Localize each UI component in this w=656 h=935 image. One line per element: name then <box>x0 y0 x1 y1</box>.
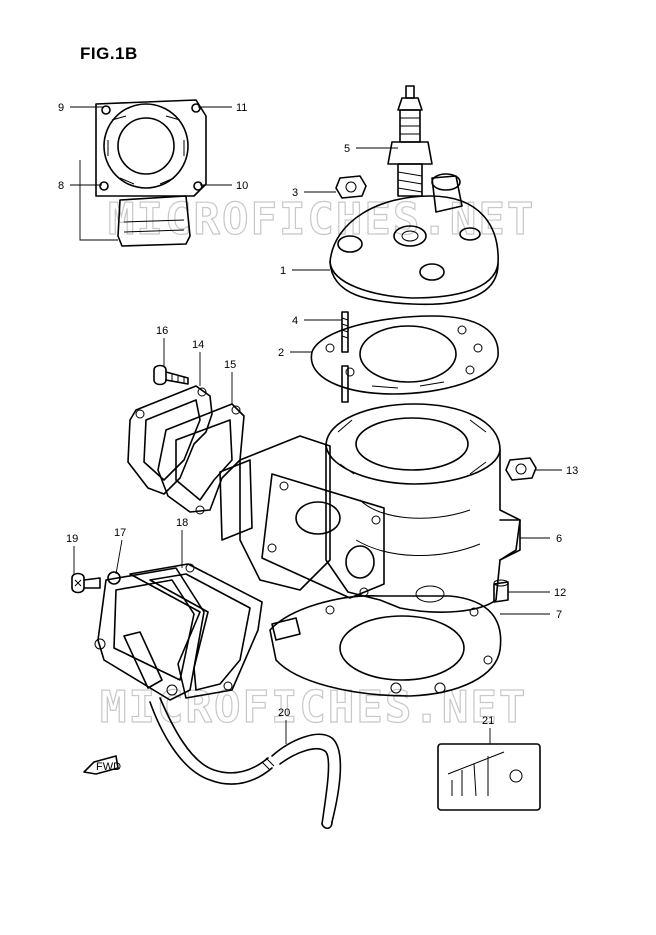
spark-plug <box>387 85 433 197</box>
figure-title: FIG.1B <box>80 44 138 63</box>
callout-8: 8 <box>58 180 64 192</box>
callout-2: 2 <box>278 347 284 359</box>
port-flange <box>219 435 385 599</box>
callout-labels: 9 8 11 10 5 3 1 4 2 6 7 12 13 16 14 15 1… <box>58 102 578 727</box>
watermark-bottom: MICROFICHES.NET <box>100 682 527 733</box>
dowel-pin <box>493 579 509 603</box>
bolt-19 <box>71 572 101 594</box>
cover-gasket <box>129 563 263 699</box>
inset-gasket-detail <box>79 99 207 247</box>
forward-arrow: FWD <box>83 755 121 775</box>
callout-13: 13 <box>566 465 578 477</box>
callout-12: 12 <box>554 587 566 599</box>
callout-21: 21 <box>482 715 494 727</box>
reed-cover <box>94 567 205 701</box>
block-nut <box>505 457 537 481</box>
callout-19: 19 <box>66 533 78 545</box>
valve-gasket-14 <box>127 385 213 495</box>
callout-17: 17 <box>114 527 126 539</box>
callout-10: 10 <box>236 180 248 192</box>
breather-hose <box>149 697 342 830</box>
fwd-label: FWD <box>96 761 121 773</box>
head-gasket <box>310 315 499 395</box>
cylinder-block <box>325 403 521 613</box>
callout-3: 3 <box>292 187 298 199</box>
callout-4: 4 <box>292 315 298 327</box>
callout-5: 5 <box>344 143 350 155</box>
callout-18: 18 <box>176 517 188 529</box>
stud-bolt <box>341 311 349 403</box>
callout-14: 14 <box>192 339 204 351</box>
head-nut <box>335 175 367 199</box>
callout-20: 20 <box>278 707 290 719</box>
callout-6: 6 <box>556 533 562 545</box>
callout-1: 1 <box>280 265 286 277</box>
callout-16: 16 <box>156 325 168 337</box>
leader-lines <box>70 106 562 744</box>
watermark-top: MICROFICHES.NET <box>108 194 535 245</box>
callout-11: 11 <box>236 102 247 114</box>
cylinder-head <box>329 173 499 306</box>
callout-7: 7 <box>556 609 562 621</box>
bolt-16 <box>153 364 189 386</box>
label-card <box>437 743 541 811</box>
callout-15: 15 <box>224 359 236 371</box>
callout-9: 9 <box>58 102 64 114</box>
base-gasket <box>269 595 502 697</box>
valve-gasket-15 <box>157 403 245 515</box>
